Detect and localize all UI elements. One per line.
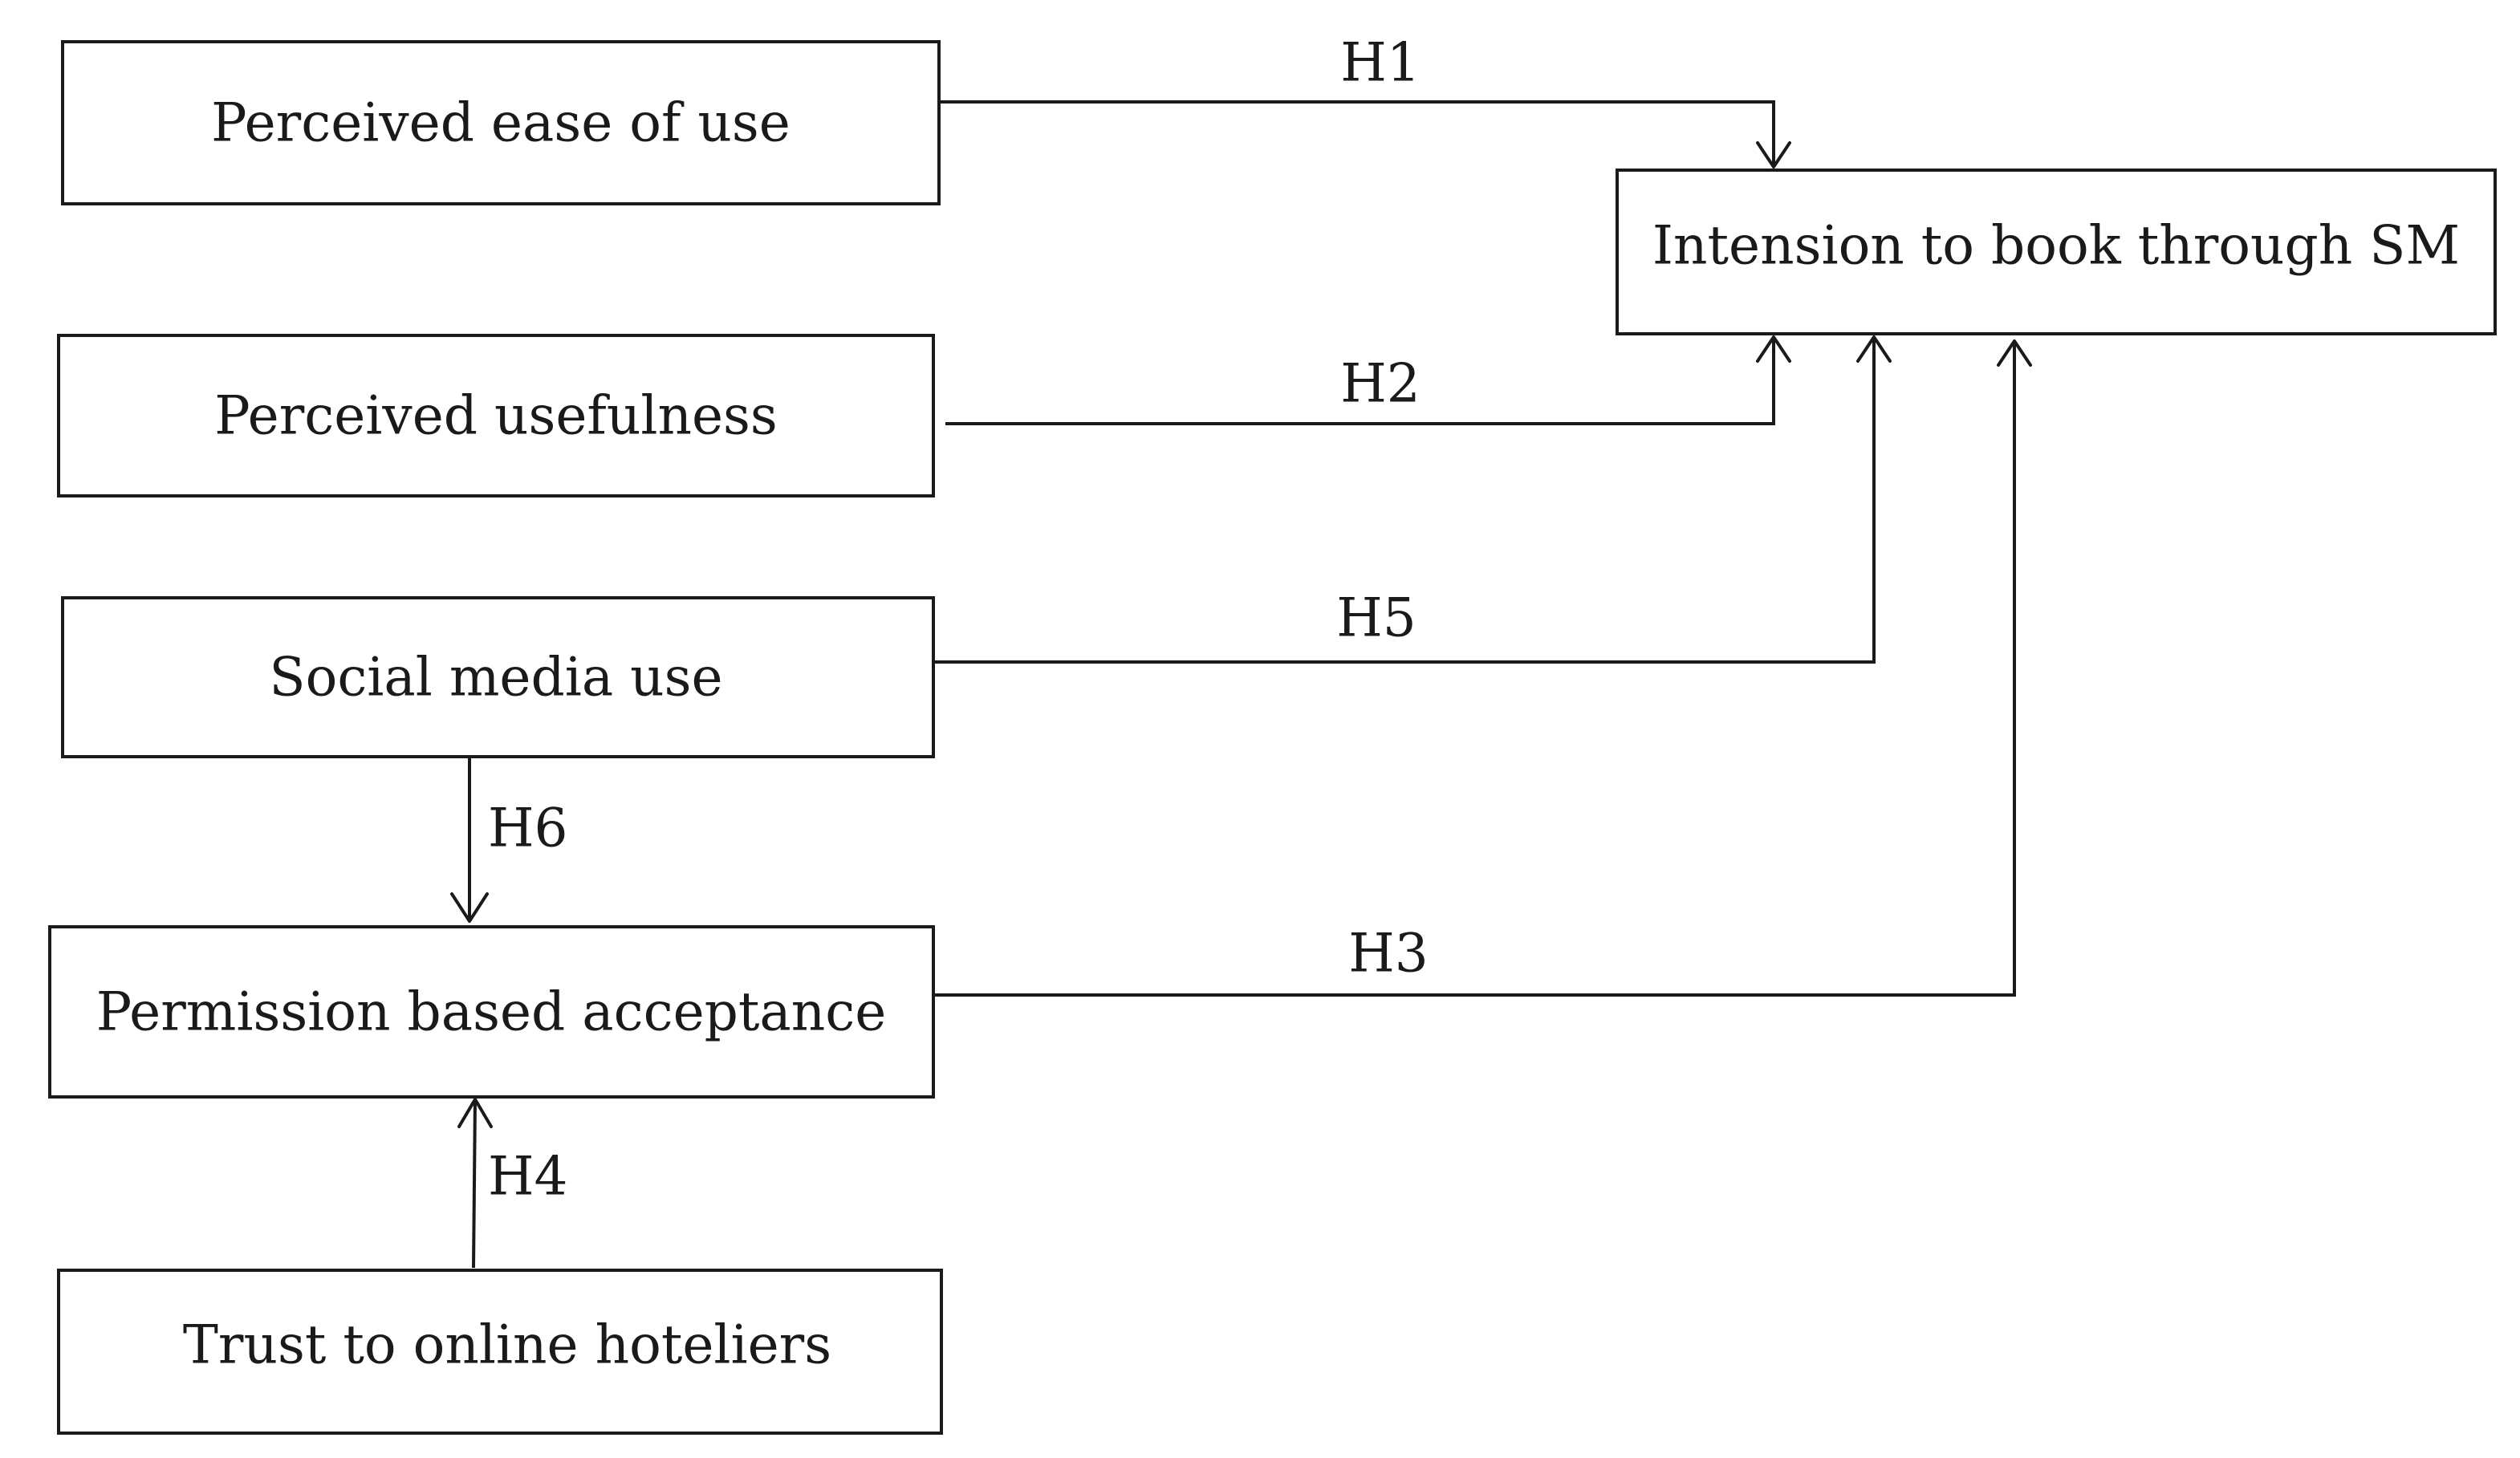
node-social-media-use: Social media use (61, 596, 935, 758)
node-trust-to-online-hoteliers: Trust to online hoteliers (57, 1269, 943, 1435)
node-box (61, 596, 935, 758)
node-box (48, 925, 935, 1099)
node-perceived-usefulness: Perceived usefulness (57, 334, 935, 498)
hypothesis-label: H4 (488, 1146, 568, 1208)
node-permission-based-acceptance: Permission based acceptance (48, 925, 935, 1099)
node-label: Perceived usefulness (214, 385, 778, 447)
connector-line (933, 341, 2016, 997)
arrow-head-icon (450, 892, 489, 923)
connector-line (939, 100, 1775, 167)
node-box (57, 334, 935, 498)
connector-line (945, 337, 1775, 425)
hypothesis-label: H5 (1336, 587, 1416, 649)
arrow-head-icon (1756, 335, 1791, 363)
node-label: Social media use (269, 647, 722, 709)
edge-h4: H4 (457, 1098, 568, 1269)
edge-h1: H1 (939, 32, 1791, 169)
node-box (57, 1269, 943, 1435)
edge-h2: H2 (945, 335, 1791, 425)
arrow-head-icon (1856, 335, 1892, 363)
node-intension-to-book-through-sm: Intension to book through SM (1616, 169, 2497, 335)
hypothesis-label: H6 (488, 798, 568, 859)
node-label: Trust to online hoteliers (183, 1314, 831, 1376)
edge-h5: H5 (933, 335, 1892, 664)
arrow-head-icon (1997, 339, 2032, 367)
connector-line (472, 1099, 477, 1269)
connector-line (933, 337, 1876, 664)
node-label: Permission based acceptance (96, 981, 887, 1043)
node-perceived-ease-of-use: Perceived ease of use (61, 40, 941, 205)
hypothesis-label: H2 (1340, 353, 1421, 415)
edge-h3: H3 (933, 339, 2032, 997)
arrow-head-icon (1756, 141, 1791, 169)
node-label: Intension to book through SM (1652, 215, 2460, 277)
node-box (1616, 169, 2497, 335)
edge-h6: H6 (450, 758, 568, 923)
node-label: Perceived ease of use (211, 92, 791, 154)
node-box (61, 40, 941, 205)
hypothesis-label: H1 (1340, 32, 1421, 94)
arrow-head-icon (457, 1098, 493, 1128)
hypothesis-label: H3 (1348, 923, 1429, 985)
